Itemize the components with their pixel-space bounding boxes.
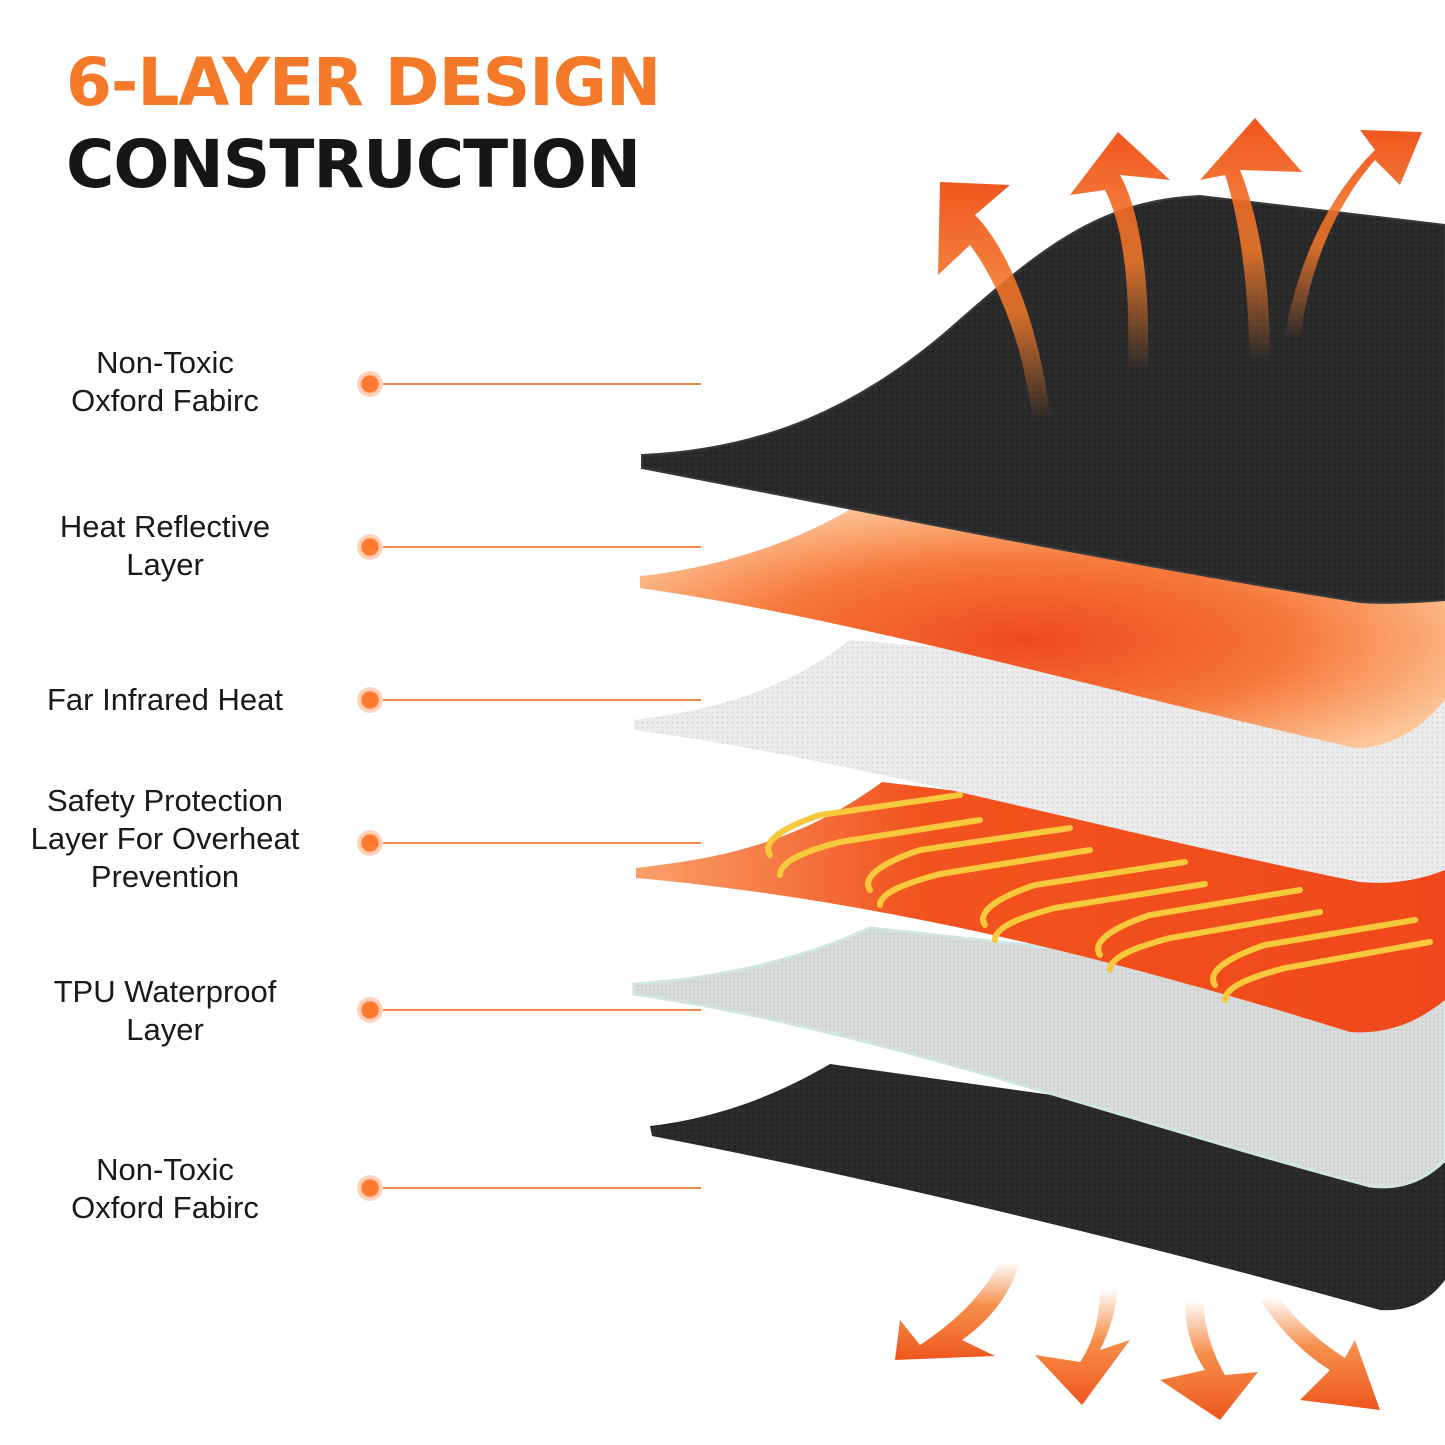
leader-line-1	[383, 383, 701, 385]
heat-arrow-up-icon	[938, 118, 1422, 420]
title-line-1: 6-LAYER DESIGN	[66, 44, 661, 121]
layer-label-oxford-bottom: Non-Toxic Oxford Fabirc	[71, 1152, 259, 1225]
title-line-2: CONSTRUCTION	[66, 126, 641, 203]
layer-marker-6	[357, 1175, 383, 1201]
leader-line-6	[383, 1187, 701, 1189]
leader-line-2	[383, 546, 701, 548]
layer-label-reflective: Heat Reflective Layer	[59, 509, 271, 582]
leader-line-4	[383, 842, 701, 844]
layer-label-safety: Safety Protection Layer For Overheat Pre…	[30, 783, 300, 894]
layer-label-oxford-top: Non-Toxic Oxford Fabirc	[71, 345, 259, 418]
leader-line-5	[383, 1009, 701, 1011]
leader-line-3	[383, 699, 701, 701]
layer-marker-5	[357, 997, 383, 1023]
layer-label-tpu: TPU Waterproof Layer	[53, 974, 277, 1047]
heating-wires	[765, 792, 1433, 1003]
layer-marker-2	[357, 534, 383, 560]
layer-marker-1	[357, 371, 383, 397]
layer-marker-4	[357, 830, 383, 856]
heat-arrow-down-icon	[895, 1262, 1380, 1420]
layer-label-far-infrared: Far Infrared Heat	[46, 682, 284, 717]
layer-marker-3	[357, 687, 383, 713]
